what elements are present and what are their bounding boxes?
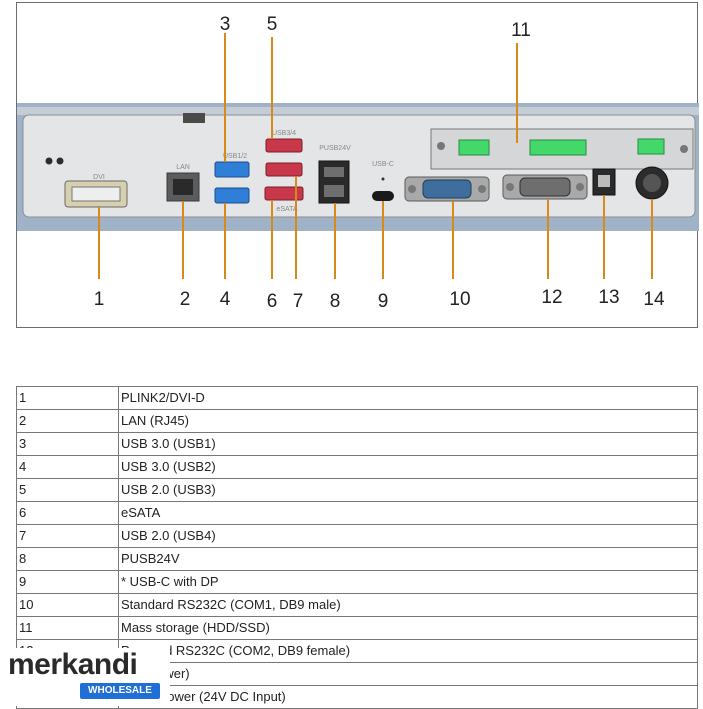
esata-print: eSATA: [276, 206, 297, 213]
screw-icon: [506, 183, 514, 191]
callout-4: 4: [220, 289, 231, 310]
dvi-socket: [71, 186, 121, 202]
row-description: tion to power (24V DC Input): [118, 685, 698, 709]
screw-icon: [576, 183, 584, 191]
callout-6: 6: [267, 291, 278, 312]
row-description: * USB-C with DP: [118, 570, 698, 594]
callout-3: 3: [220, 14, 231, 35]
callout-8: 8: [330, 291, 341, 312]
callout-2: 2: [180, 289, 191, 310]
cash-drawer-socket: [598, 175, 610, 187]
screw-icon: [408, 185, 416, 193]
usb3-port-1: [214, 161, 250, 178]
connector-panel-photo: DVI LAN USB1/2 USB3/4 eSATA PUSB24V USB-…: [17, 14, 699, 312]
callout-10: 10: [449, 289, 470, 310]
leader-lines: [98, 33, 653, 279]
usbc-indicator: [381, 177, 385, 181]
row-description: USB 2.0 (USB3): [118, 478, 698, 502]
row-number: 8: [16, 547, 119, 571]
table-row: 9* USB-C with DP: [16, 570, 698, 594]
connector-panel-figure: DVI LAN USB1/2 USB3/4 eSATA PUSB24V USB-…: [16, 2, 699, 328]
row-number: 3: [16, 432, 119, 456]
row-number: 1: [16, 386, 119, 410]
callout-12: 12: [541, 287, 562, 308]
power-socket: [643, 174, 661, 192]
callout-5: 5: [267, 14, 278, 35]
com2-port: [519, 177, 571, 197]
row-description: PLINK2/DVI-D: [118, 386, 698, 410]
logo-wordmark: merkandi: [8, 648, 138, 681]
row-description: Mass storage (HDD/SSD): [118, 616, 698, 640]
row-description: Standard RS232C (COM1, DB9 male): [118, 593, 698, 617]
callout-1: 1: [94, 289, 105, 310]
storage-latch-3: [637, 138, 665, 155]
screw-icon: [56, 157, 64, 165]
usbc-port: [372, 191, 394, 201]
usb12-print: USB1/2: [223, 153, 247, 160]
com1-port: [422, 179, 472, 199]
callout-13: 13: [598, 287, 619, 308]
screw-icon: [437, 142, 445, 150]
usbc-print: USB-C: [372, 161, 394, 168]
row-description: ash drawer): [118, 662, 698, 686]
lan-print: LAN: [176, 164, 190, 171]
row-description: LAN (RJ45): [118, 409, 698, 433]
row-number: 2: [16, 409, 119, 433]
esata-port: [264, 186, 304, 201]
screw-icon: [680, 145, 688, 153]
row-number: 7: [16, 524, 119, 548]
pusb24v-socket-b: [324, 185, 344, 197]
pusb24v-socket-a: [324, 167, 344, 177]
row-description: eSATA: [118, 501, 698, 525]
screw-icon: [478, 185, 486, 193]
storage-latch-2: [529, 139, 587, 156]
row-number: 5: [16, 478, 119, 502]
callout-14: 14: [643, 289, 665, 310]
row-description: PUSB24V: [118, 547, 698, 571]
screw-icon: [45, 157, 53, 165]
usb3-port-2: [214, 187, 250, 204]
usb34-print: USB3/4: [272, 130, 296, 137]
row-description: USB 2.0 (USB4): [118, 524, 698, 548]
row-number: 4: [16, 455, 119, 479]
storage-latch-1: [458, 139, 490, 156]
row-description: USB 3.0 (USB1): [118, 432, 698, 456]
panel-clip: [183, 113, 205, 123]
row-number: 10: [16, 593, 119, 617]
row-description: USB 3.0 (USB2): [118, 455, 698, 479]
usb2-port-3: [265, 138, 303, 153]
pusb24v-print: PUSB24V: [319, 145, 351, 152]
callout-11: 11: [511, 20, 531, 41]
logo-badge: WHOLESALE: [80, 683, 160, 699]
callout-9: 9: [378, 291, 389, 312]
callout-7: 7: [293, 291, 304, 312]
lan-port: [166, 172, 200, 202]
lan-socket: [173, 179, 193, 195]
dvi-print: DVI: [93, 174, 105, 181]
row-number: 9: [16, 570, 119, 594]
row-number: 11: [16, 616, 119, 640]
row-number: 6: [16, 501, 119, 525]
usb2-port-4: [265, 162, 303, 177]
merkandi-logo: merkandi WHOLESALE: [0, 648, 170, 706]
housing-top-edge: [17, 107, 699, 115]
row-description: Powered RS232C (COM2, DB9 female): [118, 639, 698, 663]
